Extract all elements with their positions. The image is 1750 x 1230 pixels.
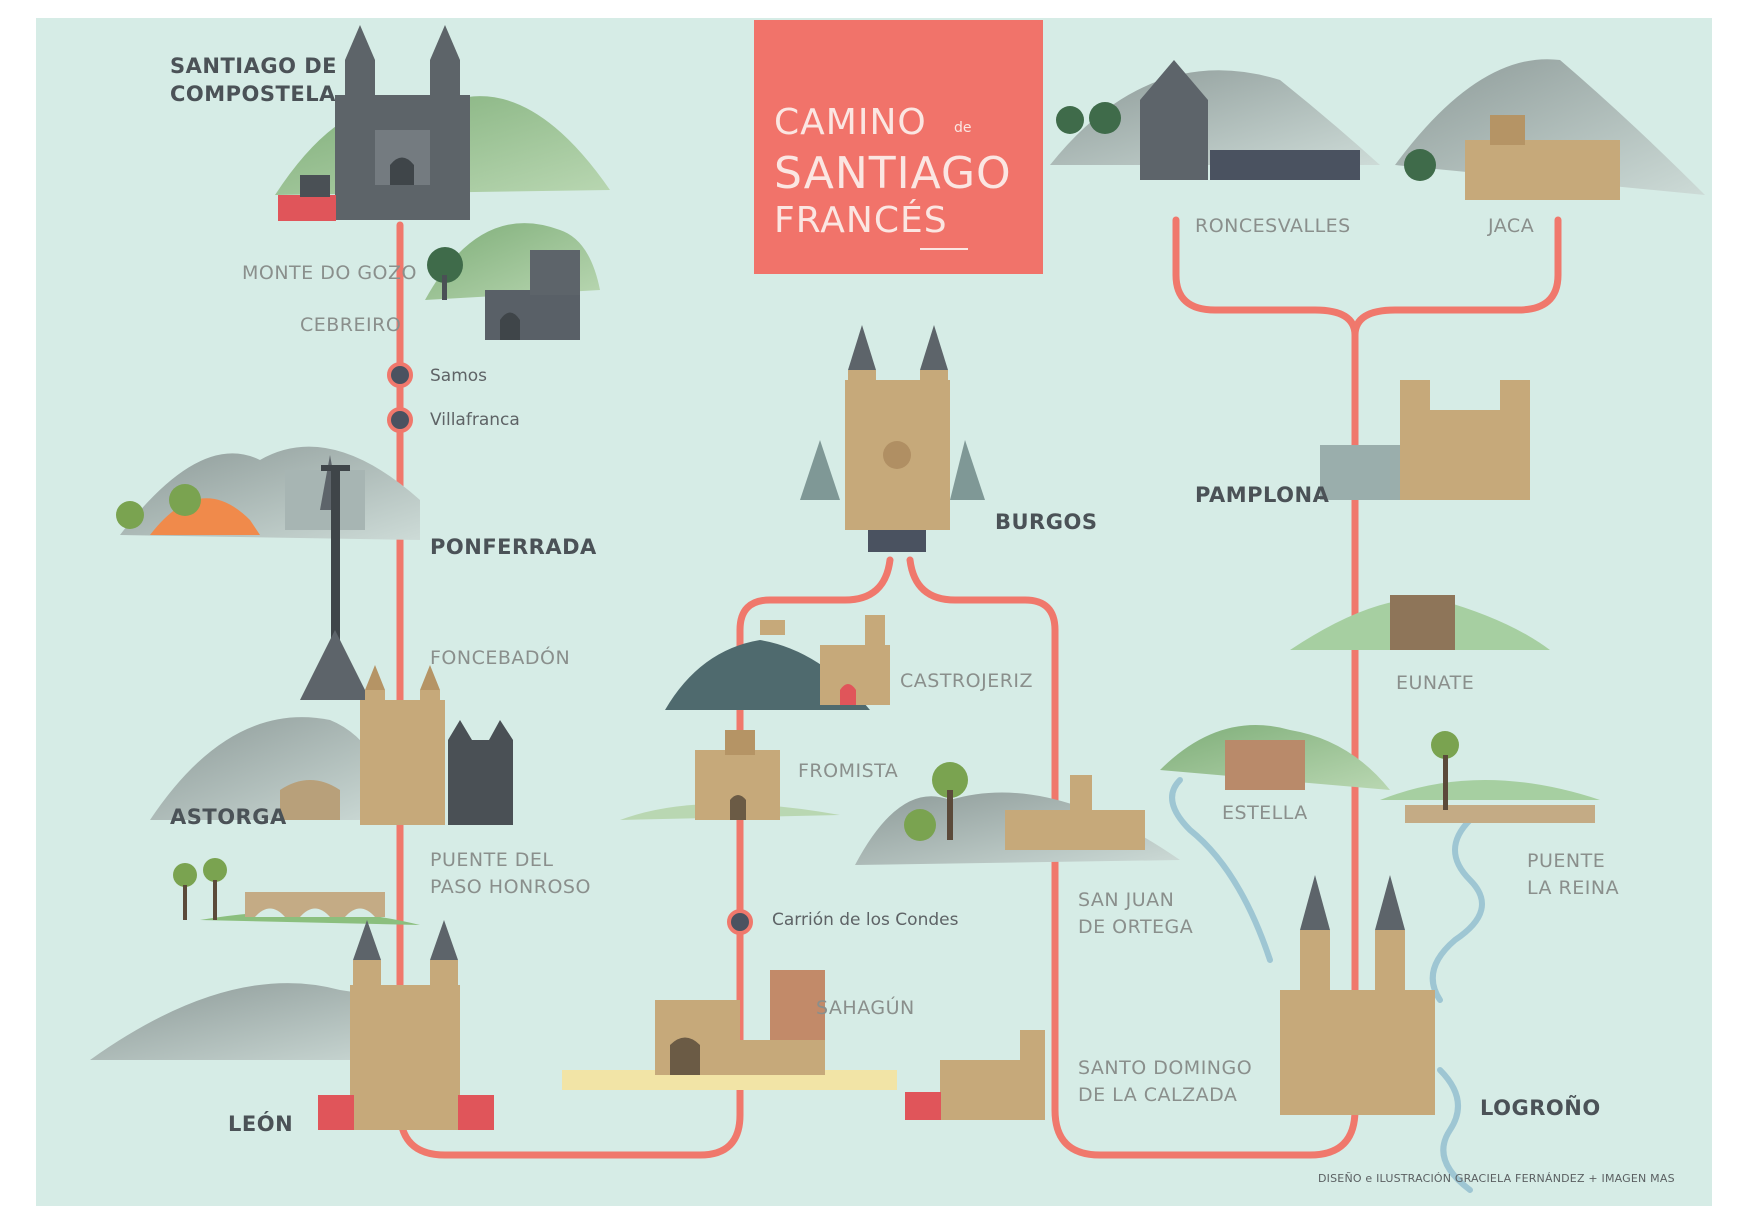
route-lines	[396, 216, 1562, 1159]
label-eunate: EUNATE	[1396, 672, 1475, 694]
label-pamplona: PAMPLONA	[1195, 483, 1330, 507]
label-foncebadon: FONCEBADÓN	[430, 647, 571, 669]
label-ponferrada: PONFERRADA	[430, 535, 597, 559]
stop-marker-icon	[387, 407, 413, 433]
title-de: de	[954, 120, 972, 136]
label-villafranca: Villafranca	[430, 410, 520, 430]
label-carrion: Carrión de los Condes	[772, 910, 959, 930]
eunate-church-icon	[1290, 595, 1550, 650]
label-samos: Samos	[430, 366, 488, 386]
label-puente-paso-honroso: PUENTE DEL PASO HONROSO	[430, 849, 591, 898]
river-logrono	[1437, 1067, 1473, 1193]
label-astorga: ASTORGA	[170, 805, 287, 829]
label-sahagun: SAHAGÚN	[816, 997, 915, 1019]
label-estella: ESTELLA	[1222, 802, 1308, 824]
title-line-1: CAMINO	[774, 102, 927, 143]
label-roncesvalles: RONCESVALLES	[1195, 215, 1351, 237]
stop-marker-icon	[387, 362, 413, 388]
roncesvalles-church-icon	[1050, 60, 1380, 180]
label-san-juan-ortega: SAN JUAN DE ORTEGA	[1078, 889, 1194, 938]
credit-text: DISEÑO e ILUSTRACIÓN GRACIELA FERNÁNDEZ …	[1318, 1172, 1675, 1185]
label-puente-la-reina: PUENTE LA REINA	[1527, 850, 1620, 899]
bridge-icon	[173, 858, 420, 925]
cebreiro-church-icon	[425, 223, 600, 340]
label-fromista: FROMISTA	[798, 760, 899, 782]
label-castrojeriz: CASTROJERIZ	[900, 670, 1034, 692]
river-estella	[1169, 777, 1273, 963]
label-logrono: LOGROÑO	[1480, 1096, 1601, 1120]
leon-cathedral-icon	[90, 920, 494, 1130]
label-leon: LEÓN	[228, 1112, 294, 1136]
cross-icon	[300, 465, 370, 700]
stop-marker-icon	[727, 909, 753, 935]
burgos-cathedral-icon	[800, 325, 985, 552]
pamplona-church-icon	[1320, 380, 1530, 500]
santo-domingo-church-icon	[905, 1030, 1045, 1120]
label-jaca: JACA	[1488, 215, 1535, 237]
puente-la-reina-bridge-icon	[1380, 731, 1600, 823]
label-santo-domingo: SANTO DOMINGO DE LA CALZADA	[1078, 1057, 1253, 1106]
route-central	[906, 321, 1359, 1159]
castrojeriz-church-icon	[665, 615, 890, 710]
label-santiago: SANTIAGO DE COMPOSTELA	[170, 54, 338, 106]
sahagun-church-icon	[562, 970, 897, 1090]
route-west	[396, 221, 894, 1159]
route-roncesvalles	[1172, 216, 1359, 339]
route-jaca	[1351, 216, 1562, 339]
santiago-cathedral-icon	[275, 25, 610, 221]
rivers	[1169, 777, 1485, 1193]
label-burgos: BURGOS	[995, 510, 1098, 534]
san-juan-ortega-church-icon	[855, 762, 1180, 865]
astorga-cathedral-icon	[150, 665, 513, 825]
estella-church-icon	[1160, 725, 1390, 790]
title-box: CAMINO de SANTIAGO FRANCÉS	[754, 20, 1043, 274]
title-underline	[920, 248, 968, 250]
river-puente-la-reina	[1429, 817, 1485, 1003]
label-cebreiro: CEBREIRO	[300, 314, 402, 336]
fromista-church-icon	[620, 730, 840, 820]
jaca-church-icon	[1395, 59, 1705, 200]
title-line-2: SANTIAGO	[774, 148, 1012, 199]
logrono-cathedral-icon	[1280, 875, 1435, 1115]
label-monte-do-gozo: MONTE DO GOZO	[242, 262, 417, 284]
title-line-3: FRANCÉS	[774, 200, 948, 241]
